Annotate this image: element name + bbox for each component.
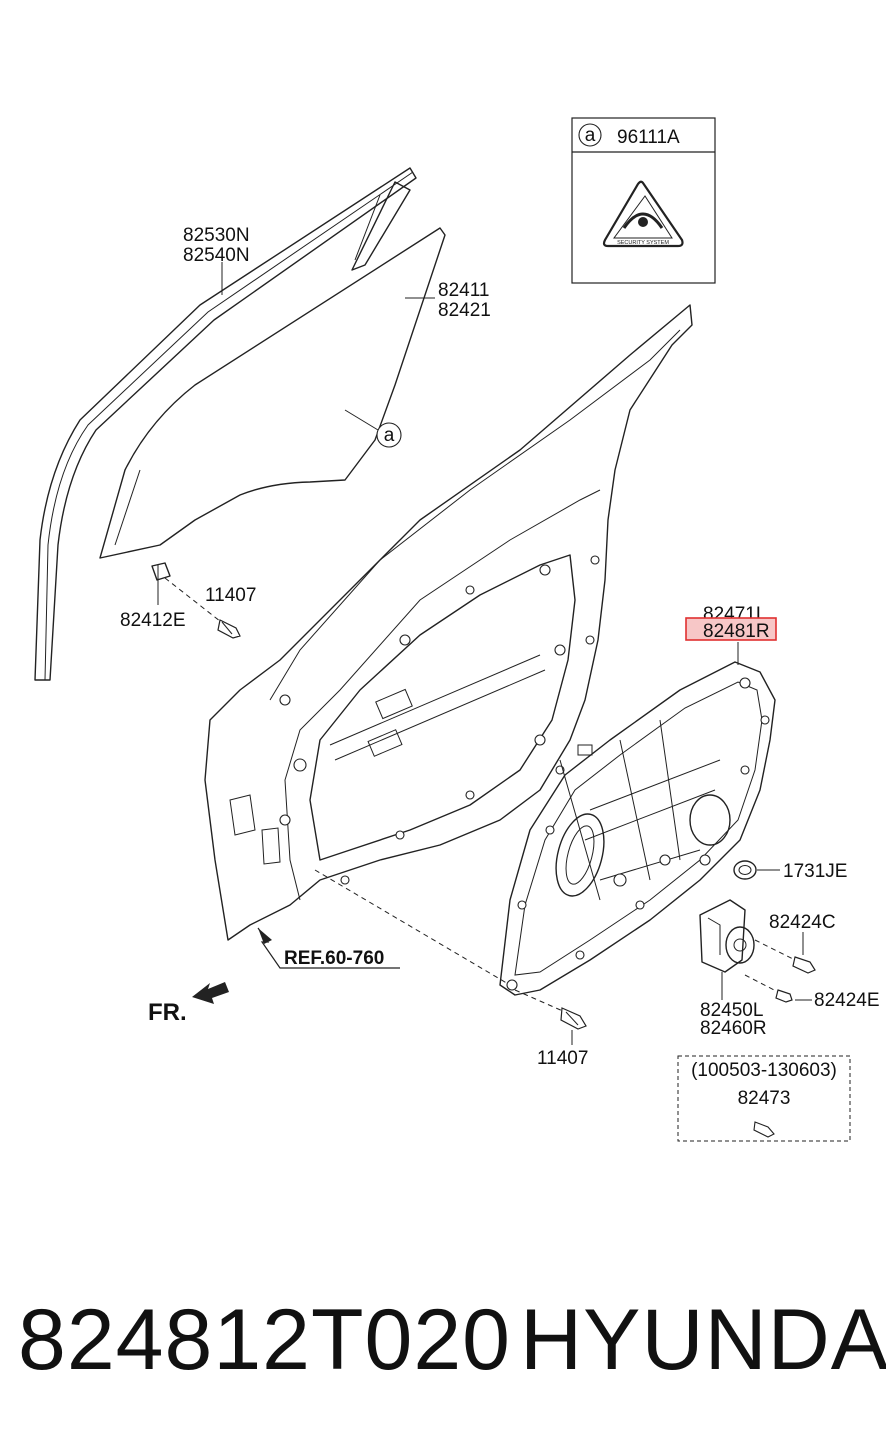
door-parts-diagram: a 96111A SECURITY SYSTEM [34,117,880,1142]
label-11407-bottom: 11407 [537,1048,588,1069]
label-11407-top: 11407 [205,585,256,606]
bolt-icon [217,619,241,639]
label-82450l: 82450L [700,1000,763,1021]
inset-callout-letter: a [585,125,596,146]
inset-box-96111a: a 96111A SECURITY SYSTEM [571,117,716,284]
glass-channel-bracket [151,562,226,626]
optional-part-box: (100503-130603) 82473 [677,1055,851,1142]
badge-text: SECURITY SYSTEM [617,240,669,246]
label-82530n: 82530N [183,225,250,246]
label-82412e: 82412E [120,610,186,631]
label-1731je: 1731JE [783,861,847,882]
screw-82424e-icon [744,974,793,1003]
label-82421: 82421 [438,300,491,321]
label-82411: 82411 [438,280,489,301]
highlighted-part-82481r: 82481R [685,617,777,642]
label-82460r: 82460R [700,1018,767,1039]
label-82424c: 82424C [769,912,836,933]
footer-caption: 824812T020 HYUNDAI [0,1290,886,1400]
brand-text: HYUNDAI [520,1292,886,1388]
label-82481r: 82481R [703,621,770,642]
glass-callout: a [344,409,402,448]
glass-callout-letter: a [384,425,395,446]
bolt-bottom-icon [514,989,587,1030]
door-inner-panel [204,304,693,986]
label-82424e: 82424E [814,990,880,1011]
reference-label: REF.60-760 [257,927,400,969]
ref-text: REF.60-760 [284,948,384,969]
small-screw-icon [753,1121,775,1138]
screw-82424c-icon [754,939,816,974]
door-weatherstrip [34,167,417,681]
security-badge-icon: SECURITY SYSTEM [602,180,684,248]
front-label: FR. [148,999,187,1026]
inset-part-number: 96111A [617,127,680,148]
front-direction-indicator: FR. [148,982,229,1026]
window-motor [699,899,755,1000]
part-number-text: 824812T020 [18,1292,511,1388]
label-82473: 82473 [738,1088,791,1109]
optional-range-label: (100503-130603) [691,1060,837,1081]
grommet-icon [733,860,757,880]
label-82540n: 82540N [183,245,250,266]
door-glass [99,227,446,559]
window-regulator-module [499,661,776,996]
